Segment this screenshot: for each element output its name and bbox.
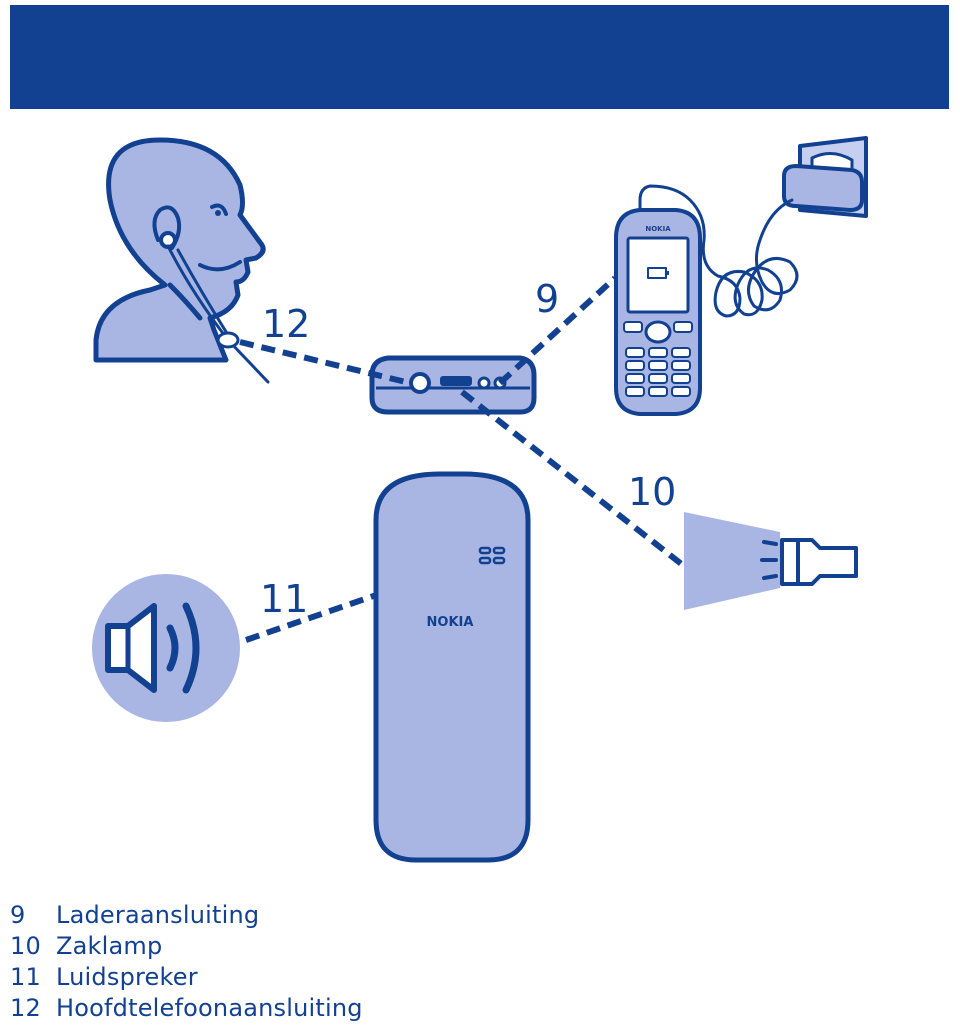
callout-line-12 xyxy=(239,339,411,386)
legend-item: 12 Hoofdtelefoonaansluiting xyxy=(10,993,710,1024)
head-with-earphone-icon xyxy=(93,137,270,384)
legend-number: 12 xyxy=(10,994,41,1022)
device-connector-view xyxy=(369,355,537,415)
legend-item: 11 Luidspreker xyxy=(10,962,710,993)
phone-back: NOKIA xyxy=(373,471,531,863)
header-bar xyxy=(10,5,949,109)
speaker-icon xyxy=(92,574,240,722)
charger-phone-icon: NOKIA xyxy=(614,136,868,416)
legend-number: 9 xyxy=(10,901,26,929)
legend-label: Hoofdtelefoonaansluiting xyxy=(56,994,363,1022)
phone-brand-small: NOKIA xyxy=(645,225,671,233)
legend-label: Zaklamp xyxy=(56,932,163,960)
callout-line-10 xyxy=(460,389,686,569)
flashlight-icon xyxy=(684,512,858,610)
callout-12: 12 xyxy=(262,302,310,346)
callout-10: 10 xyxy=(628,470,676,514)
legend-label: Laderaansluiting xyxy=(56,901,260,929)
legend-number: 11 xyxy=(10,963,41,991)
callout-9: 9 xyxy=(535,277,559,321)
callout-11: 11 xyxy=(260,577,308,621)
phone-brand-logo: NOKIA xyxy=(427,615,474,630)
legend-number: 10 xyxy=(10,932,41,960)
legend-item: 10 Zaklamp xyxy=(10,931,710,962)
legend: 9 Laderaansluiting 10 Zaklamp 11 Luidspr… xyxy=(10,900,710,1024)
feature-diagram: 12 9 10 11 NOKIA xyxy=(92,136,868,863)
callout-line-9 xyxy=(497,275,618,386)
legend-label: Luidspreker xyxy=(56,963,198,991)
legend-item: 9 Laderaansluiting xyxy=(10,900,710,931)
